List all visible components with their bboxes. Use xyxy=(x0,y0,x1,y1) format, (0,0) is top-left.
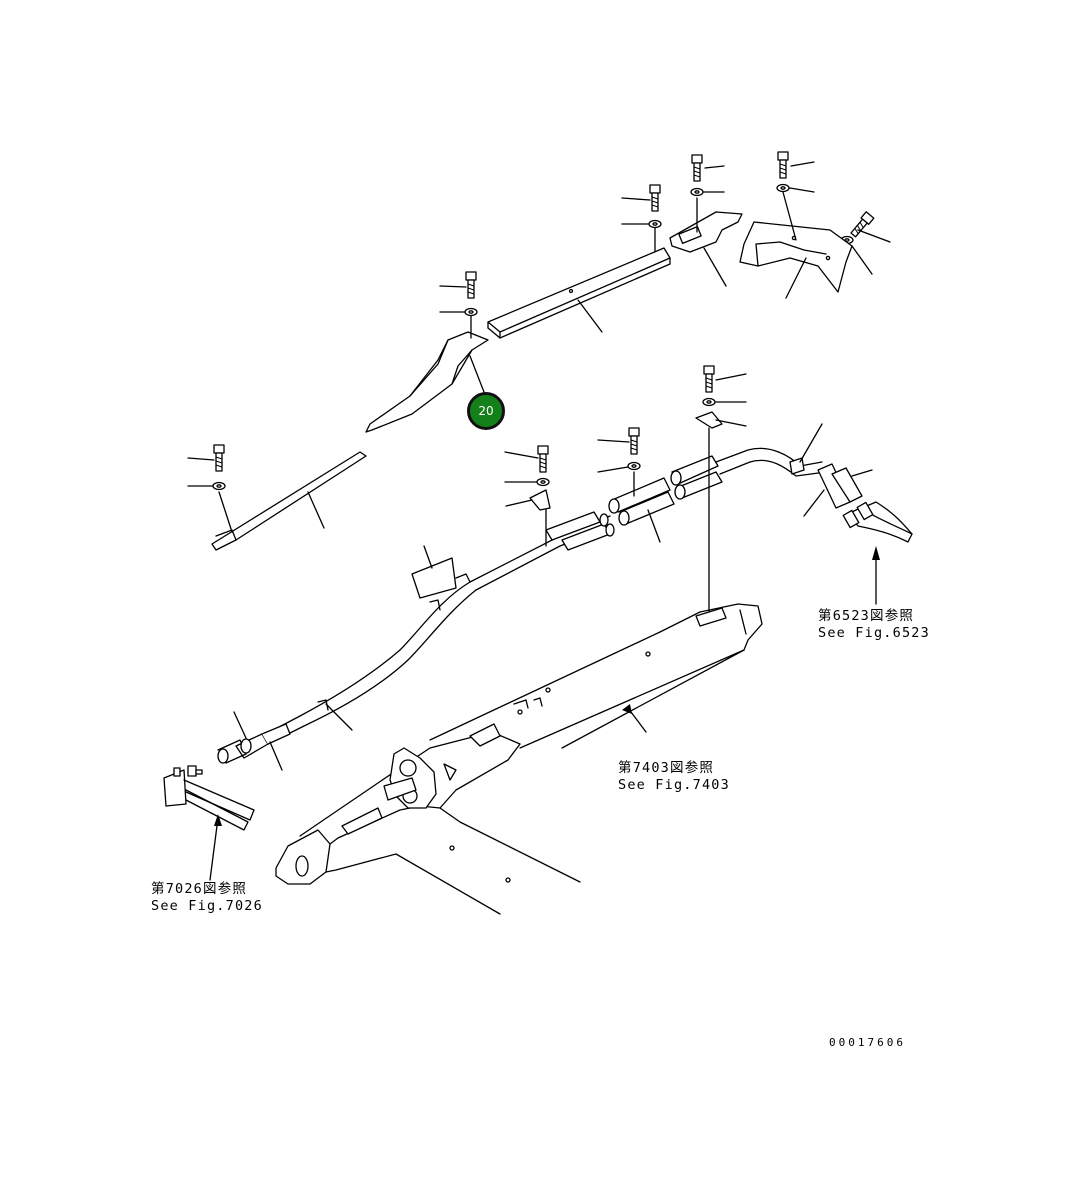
drawing-code: 00017606 xyxy=(829,1036,906,1049)
upper-cover-assembly xyxy=(365,151,891,433)
left-support-bar xyxy=(187,444,367,551)
ref-fig-7403-jp: 第7403図参照 xyxy=(618,760,715,776)
ref-fig-6523-jp: 第6523図参照 xyxy=(818,608,915,624)
ref-fig-7403[interactable]: 第7403図参照 See Fig.7403 xyxy=(618,760,730,794)
hose-assembly xyxy=(217,365,913,771)
callout-20-number: 20 xyxy=(478,404,494,418)
ref-fig-7026[interactable]: 第7026図参照 See Fig.7026 xyxy=(151,881,263,915)
valve-block xyxy=(163,765,255,881)
ref-fig-7026-jp: 第7026図参照 xyxy=(151,881,248,897)
ref-fig-6523[interactable]: 第6523図参照 See Fig.6523 xyxy=(818,608,930,642)
ref-fig-7026-en: See Fig.7026 xyxy=(151,898,263,914)
ref-fig-6523-en: See Fig.6523 xyxy=(818,625,930,641)
boom-frame xyxy=(275,603,763,915)
callout-20-badge[interactable]: 20 xyxy=(467,392,505,430)
ref-fig-7403-en: See Fig.7403 xyxy=(618,777,730,793)
